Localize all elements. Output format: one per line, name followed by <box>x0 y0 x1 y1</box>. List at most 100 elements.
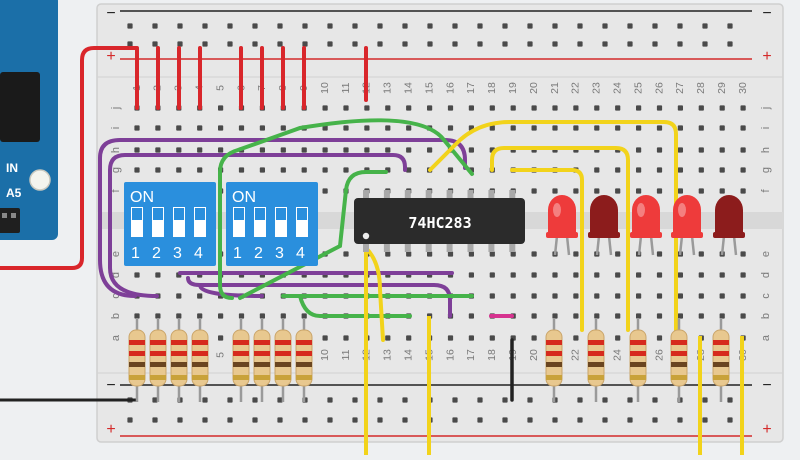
breadboard-hole[interactable] <box>615 167 621 173</box>
breadboard-hole[interactable] <box>127 417 133 423</box>
breadboard-hole[interactable] <box>636 293 642 299</box>
breadboard-hole[interactable] <box>594 125 600 131</box>
resistor[interactable] <box>274 318 292 402</box>
breadboard-hole[interactable] <box>502 23 508 29</box>
breadboard-hole[interactable] <box>364 105 370 111</box>
breadboard-hole[interactable] <box>615 293 621 299</box>
breadboard-hole[interactable] <box>489 335 495 341</box>
breadboard-hole[interactable] <box>343 147 349 153</box>
breadboard-hole[interactable] <box>385 251 391 257</box>
led-3[interactable] <box>630 195 662 256</box>
breadboard-hole[interactable] <box>177 23 183 29</box>
breadboard-hole[interactable] <box>218 105 224 111</box>
breadboard-hole[interactable] <box>531 293 537 299</box>
breadboard-hole[interactable] <box>652 417 658 423</box>
breadboard-hole[interactable] <box>468 147 474 153</box>
breadboard-hole[interactable] <box>301 313 307 319</box>
breadboard-hole[interactable] <box>452 41 458 47</box>
breadboard-hole[interactable] <box>719 105 725 111</box>
resistor[interactable] <box>670 318 688 402</box>
resistor-group[interactable] <box>128 318 730 402</box>
led-group[interactable] <box>546 195 745 256</box>
resistor[interactable] <box>629 318 647 402</box>
breadboard-hole[interactable] <box>740 293 746 299</box>
breadboard-hole[interactable] <box>468 251 474 257</box>
breadboard-hole[interactable] <box>218 313 224 319</box>
breadboard-hole[interactable] <box>468 272 474 278</box>
breadboard-hole[interactable] <box>577 397 583 403</box>
breadboard-hole[interactable] <box>447 125 454 131</box>
breadboard-hole[interactable] <box>656 293 663 299</box>
breadboard-hole[interactable] <box>719 125 725 131</box>
breadboard-hole[interactable] <box>552 125 558 131</box>
breadboard-hole[interactable] <box>218 147 224 153</box>
breadboard-hole[interactable] <box>552 313 558 319</box>
breadboard-hole[interactable] <box>489 251 495 257</box>
breadboard-hole[interactable] <box>406 125 412 131</box>
breadboard-hole[interactable] <box>352 41 358 47</box>
breadboard-hole[interactable] <box>527 417 533 423</box>
breadboard-hole[interactable] <box>134 147 140 153</box>
breadboard-hole[interactable] <box>615 251 621 257</box>
breadboard-hole[interactable] <box>627 397 633 403</box>
breadboard-hole[interactable] <box>152 397 158 403</box>
breadboard-hole[interactable] <box>259 167 265 173</box>
breadboard-hole[interactable] <box>176 147 182 153</box>
breadboard-hole[interactable] <box>427 105 433 111</box>
breadboard-hole[interactable] <box>489 105 495 111</box>
breadboard-hole[interactable] <box>552 105 558 111</box>
red-power-wire[interactable] <box>0 46 138 270</box>
breadboard-hole[interactable] <box>510 125 516 131</box>
breadboard-hole[interactable] <box>352 417 358 423</box>
dip-switch-toggles[interactable] <box>233 207 308 237</box>
breadboard-hole[interactable] <box>740 167 746 173</box>
dip-switch-1[interactable]: ON 1 2 3 4 <box>124 182 216 266</box>
breadboard-hole[interactable] <box>573 105 579 111</box>
breadboard-hole[interactable] <box>510 293 516 299</box>
breadboard-hole[interactable] <box>134 125 140 131</box>
breadboard-hole[interactable] <box>677 105 683 111</box>
breadboard-hole[interactable] <box>573 125 579 131</box>
breadboard-hole[interactable] <box>238 125 245 131</box>
breadboard-hole[interactable] <box>677 188 683 194</box>
breadboard-hole[interactable] <box>552 293 558 299</box>
breadboard-hole[interactable] <box>152 41 158 47</box>
resistor[interactable] <box>587 318 605 402</box>
breadboard-hole[interactable] <box>531 335 537 341</box>
breadboard-hole[interactable] <box>402 397 408 403</box>
breadboard-hole[interactable] <box>552 23 558 29</box>
breadboard-hole[interactable] <box>406 147 412 153</box>
yellow-wire[interactable] <box>490 146 630 332</box>
breadboard-hole[interactable] <box>280 313 286 319</box>
breadboard-hole[interactable] <box>594 167 600 173</box>
breadboard-hole[interactable] <box>698 272 704 278</box>
breadboard-hole[interactable] <box>489 125 495 131</box>
breadboard-hole[interactable] <box>636 125 642 131</box>
breadboard-hole[interactable] <box>740 147 746 153</box>
breadboard-hole[interactable] <box>698 313 704 319</box>
resistor[interactable] <box>149 318 167 402</box>
breadboard-hole[interactable] <box>322 125 328 131</box>
breadboard-hole[interactable] <box>531 272 537 278</box>
breadboard-hole[interactable] <box>202 397 208 403</box>
breadboard-hole[interactable] <box>277 397 283 403</box>
breadboard-hole[interactable] <box>327 417 333 423</box>
breadboard-hole[interactable] <box>406 335 412 341</box>
breadboard-hole[interactable] <box>402 23 408 29</box>
breadboard-hole[interactable] <box>127 41 133 47</box>
breadboard-hole[interactable] <box>573 313 579 319</box>
breadboard-hole[interactable] <box>385 105 391 111</box>
led-4[interactable] <box>671 195 703 256</box>
breadboard-hole[interactable] <box>406 251 412 257</box>
breadboard-hole[interactable] <box>322 105 328 111</box>
breadboard-hole[interactable] <box>252 417 258 423</box>
breadboard-hole[interactable] <box>468 335 474 341</box>
breadboard-hole[interactable] <box>489 293 495 299</box>
breadboard-hole[interactable] <box>327 397 333 403</box>
breadboard-hole[interactable] <box>322 188 328 194</box>
breadboard-hole[interactable] <box>327 41 333 47</box>
breadboard-hole[interactable] <box>277 41 283 47</box>
breadboard-hole[interactable] <box>238 313 245 319</box>
breadboard-hole[interactable] <box>152 23 158 29</box>
